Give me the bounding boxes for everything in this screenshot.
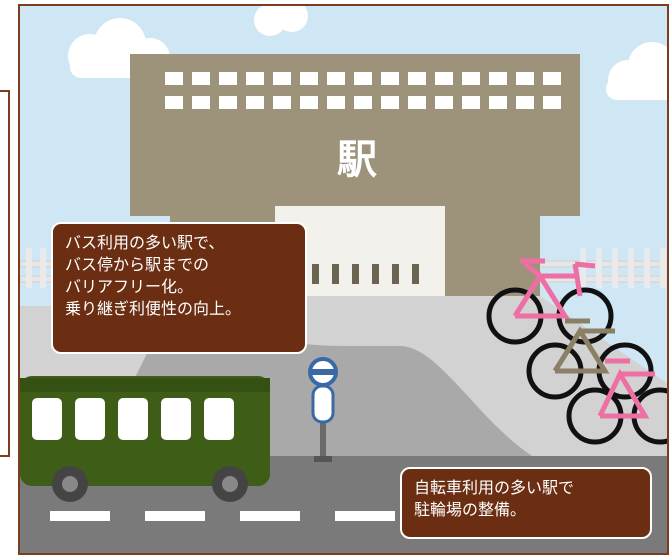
- bike-note-line: 駐輪場の整備。: [414, 500, 527, 519]
- bus-stop-sign: [308, 357, 338, 462]
- bus-note-line: バス利用の多い駅で、: [65, 233, 225, 252]
- left-panel-frame: [0, 90, 10, 457]
- station-sign: 駅: [337, 137, 377, 183]
- bus-note-line: バリアフリー化。: [65, 277, 194, 296]
- bus-note-line: バス停から駅までの: [65, 255, 210, 274]
- bus-note-bubble: バス利用の多い駅で、 バス停から駅までの バリアフリー化。 乗り継ぎ利便性の向上…: [51, 222, 307, 354]
- clouds: [68, 6, 667, 100]
- bus-note-line: 乗り継ぎ利便性の向上。: [65, 299, 242, 318]
- bus: [20, 376, 270, 502]
- bike-note-bubble: 自転車利用の多い駅で 駐輪場の整備。: [400, 467, 652, 539]
- fence-posts: [26, 248, 666, 288]
- station-illustration: 駅 バス利用の多い駅で、 バス停から駅までの バリアフリー化。 乗り継ぎ利便性の…: [18, 4, 669, 555]
- entrance-gates: [312, 264, 419, 284]
- bike-note-line: 自転車利用の多い駅で: [414, 478, 575, 497]
- bicycles: [486, 258, 667, 445]
- road-markings: [50, 511, 395, 521]
- station-windows: [165, 72, 561, 109]
